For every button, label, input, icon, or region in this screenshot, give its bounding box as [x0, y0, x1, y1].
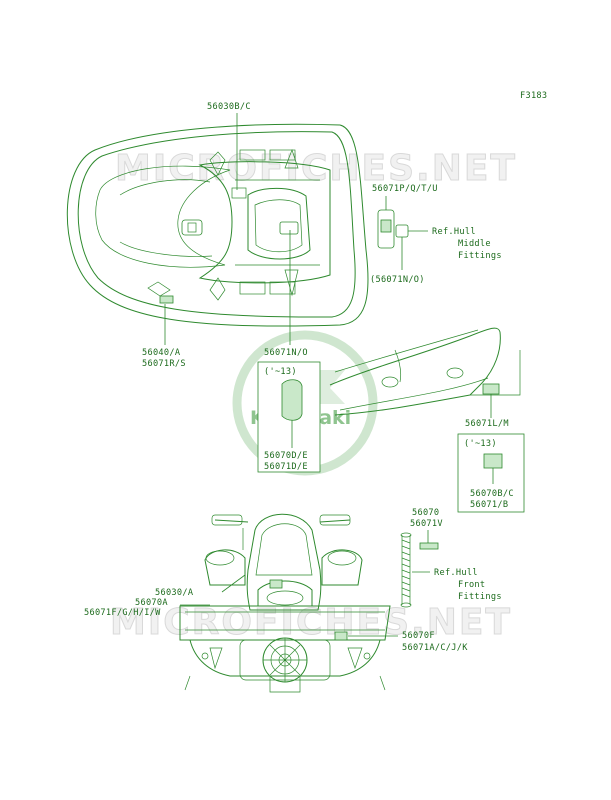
label-56070: 56070	[412, 508, 439, 518]
label-56040a: 56040/A	[142, 348, 181, 358]
sticker-56070	[419, 542, 439, 550]
label-56071b: 56071/B	[470, 500, 508, 510]
label-56030bc: 56030B/C	[207, 102, 251, 112]
leader-56030a	[221, 574, 246, 593]
label-middle: Middle	[458, 239, 491, 249]
label-56071pqtu: 56071P/Q/T/U	[372, 184, 438, 194]
middle-fitting-sticker-b	[395, 224, 409, 238]
top-view-jetski-drawing	[66, 123, 369, 327]
label-56071no: 56071N/O	[264, 348, 308, 358]
label-56071lm: 56071L/M	[465, 419, 509, 429]
label-56071de: 56071D/E	[264, 462, 308, 472]
label-56070f: 56070F	[402, 631, 435, 641]
label-56070a: 56070A	[135, 598, 168, 608]
label-front: Front	[458, 580, 485, 590]
label-ref-hull-middle: Ref.Hull	[432, 227, 476, 237]
sticker-56070de	[281, 379, 303, 421]
label-13-left: ('~13)	[264, 367, 297, 377]
watermark-bottom: MICROFICHES.NET	[110, 602, 512, 643]
watermark-top: MICROFICHES.NET	[115, 148, 517, 189]
label-56071acjk: 56071A/C/J/K	[402, 643, 468, 653]
rear-view-jetski-drawing	[179, 513, 391, 693]
sticker-56070bc	[483, 453, 503, 469]
label-front-fittings: Fittings	[458, 592, 502, 602]
label-56071rs: 56071R/S	[142, 359, 186, 369]
inset-box-13-right	[457, 433, 525, 513]
label-56070de: 56070D/E	[264, 451, 308, 461]
label-56071no-paren: (56071N/O)	[370, 275, 425, 285]
label-13-right: ('~13)	[464, 439, 497, 449]
front-fitting-spring-drawing	[400, 532, 412, 608]
label-56030a: 56030/A	[155, 588, 194, 598]
figure-code: F3183	[520, 91, 547, 101]
label-middle-fittings: Fittings	[458, 251, 502, 261]
side-view-hull-drawing	[329, 327, 521, 416]
sticker-56071lm	[482, 383, 500, 395]
label-ref-hull-front: Ref.Hull	[434, 568, 478, 578]
label-56070bc: 56070B/C	[470, 489, 514, 499]
middle-fitting-sticker-a-inner	[380, 219, 392, 233]
label-56071fghiw: 56071F/G/H/I/W	[84, 608, 161, 618]
label-56071v: 56071V	[410, 519, 443, 529]
